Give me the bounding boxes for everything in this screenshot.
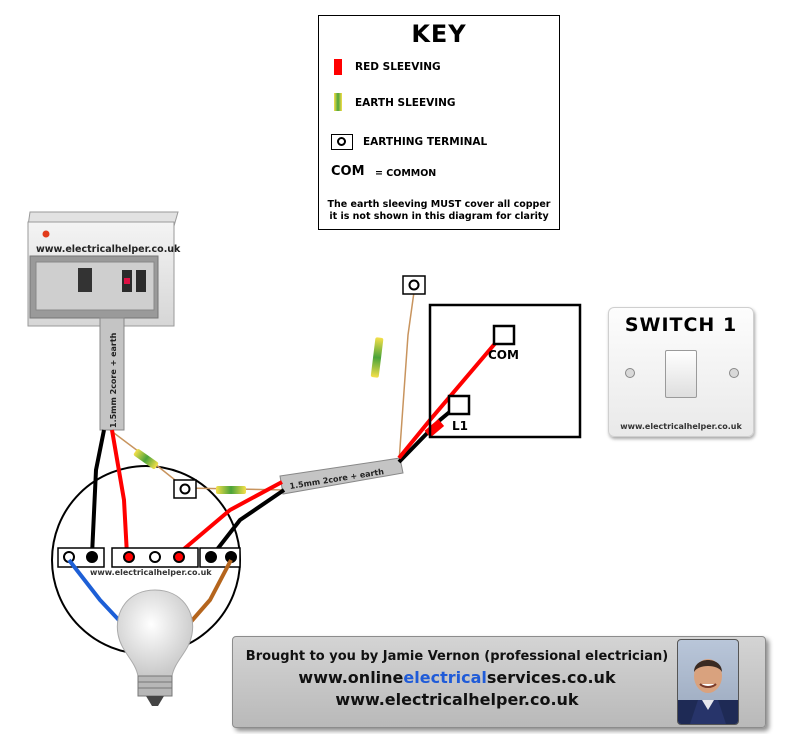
- switch-rocker: [665, 350, 697, 398]
- com-terminal-label: COM: [488, 348, 519, 362]
- banner-url-accent: electrical: [403, 668, 487, 687]
- com-meaning: = COMMON: [375, 168, 437, 179]
- author-photo: [677, 639, 739, 725]
- com-abbrev: COM: [331, 164, 365, 179]
- earth-sleeving-label: EARTH SLEEVING: [355, 97, 456, 109]
- earthing-terminal-label: EARTHING TERMINAL: [363, 136, 488, 148]
- consumer-unit-url: www.electricalhelper.co.uk: [36, 244, 181, 255]
- earth-sleeving-mark: [370, 337, 384, 378]
- indicator-light-icon: [42, 230, 50, 238]
- key-note-line1: The earth sleeving MUST cover all copper: [327, 199, 551, 210]
- screw-icon: [625, 368, 635, 378]
- ceiling-rose-url: www.electricalhelper.co.uk: [90, 568, 212, 577]
- banner-url-part: www.online: [298, 668, 404, 687]
- switch-plate: SWITCH 1 www.electricalhelper.co.uk: [608, 307, 754, 437]
- earthing-terminal: [173, 479, 197, 499]
- key-note-line2: it is not shown in this diagram for clar…: [329, 211, 549, 222]
- l1-terminal-label: L1: [452, 419, 468, 433]
- earth-sleeving-mark: [216, 486, 246, 494]
- switch-title: SWITCH 1: [624, 314, 738, 336]
- red-sleeving-label: RED SLEEVING: [355, 61, 441, 73]
- credits-banner: Brought to you by Jamie Vernon (professi…: [232, 636, 766, 728]
- light-bulb-icon: [116, 589, 194, 706]
- banner-url-part: services.co.uk: [486, 668, 616, 687]
- consumer-unit: www.electricalhelper.co.uk: [27, 211, 181, 327]
- banner-byline: Brought to you by Jamie Vernon (professi…: [245, 649, 669, 664]
- screw-icon: [729, 368, 739, 378]
- vertical-cable-label: 1.5mm 2core + earth: [109, 332, 118, 428]
- key-title: KEY: [411, 20, 467, 48]
- com-terminal: [492, 324, 516, 346]
- earth-sleeving-mark: [133, 449, 159, 469]
- red-sleeving-swatch: [334, 59, 342, 75]
- key-note: The earth sleeving MUST cover all copper…: [323, 199, 555, 223]
- switch-plate-url: www.electricalhelper.co.uk: [620, 422, 742, 431]
- earthing-terminal: [402, 275, 426, 295]
- earth-sleeving-swatch: [334, 93, 342, 111]
- earthing-terminal-swatch: [331, 134, 353, 150]
- banner-url-online: www.onlineelectricalservices.co.uk: [237, 668, 677, 687]
- switch-back-box: [428, 303, 582, 439]
- banner-url-helper: www.electricalhelper.co.uk: [335, 690, 579, 709]
- key-legend: KEY RED SLEEVING EARTH SLEEVING EARTHING…: [318, 15, 560, 230]
- l1-terminal: [447, 394, 471, 416]
